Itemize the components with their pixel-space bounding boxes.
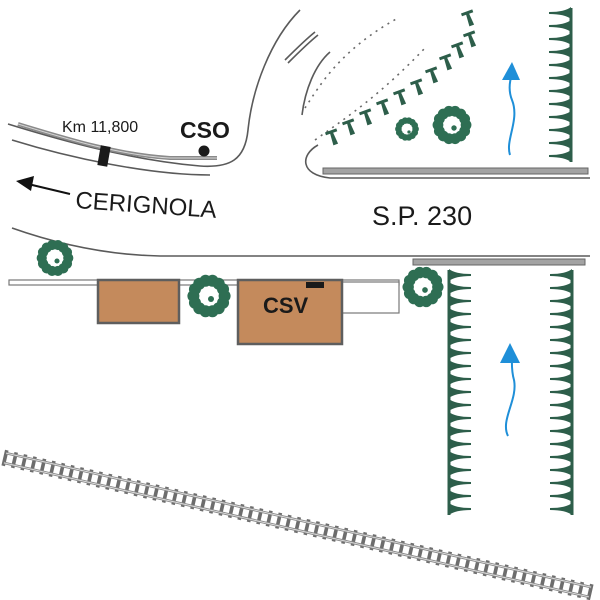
curb-sp230-south (412, 258, 586, 266)
tree-icon (450, 41, 465, 59)
cso-label: CSO (180, 117, 230, 143)
dotted-lane-2 (314, 47, 426, 141)
tree-icon (375, 98, 390, 116)
tree-icon (438, 53, 453, 71)
hedge-row-icon (550, 269, 574, 515)
tree-icon (392, 88, 407, 106)
road-edge-curve-1b (287, 34, 319, 64)
bush-icon (187, 274, 231, 318)
tree-icon (341, 118, 356, 136)
km-marker-post (97, 145, 111, 167)
tree-icon (324, 128, 339, 146)
tree-icon (460, 9, 475, 27)
building-csv (236, 278, 344, 346)
tree-icon (409, 78, 424, 96)
curved-arrow-up-icon (502, 62, 520, 156)
annex-outline (341, 281, 400, 314)
dotted-lane-1 (304, 17, 399, 109)
tree-icon (424, 66, 439, 84)
csv-marker (306, 282, 324, 288)
hedge-row-icon (549, 7, 573, 162)
road-edge-upper-left (7, 9, 301, 168)
road-edge-lower-left (11, 139, 211, 176)
cerignola-label: CERIGNOLA (75, 187, 218, 224)
road-name-label: S.P. 230 (372, 201, 472, 231)
hedge-row-icon (447, 269, 471, 515)
road-edge-curve-1 (284, 31, 316, 61)
bush-icon (36, 239, 74, 277)
road-edge-south (11, 227, 590, 257)
km-label: Km 11,800 (62, 119, 138, 136)
bush-icon (402, 266, 444, 308)
csv-label: CSV (263, 293, 309, 318)
road-edge-corner (304, 144, 590, 179)
arrow-left-icon (16, 176, 71, 195)
bush-icon (395, 117, 419, 141)
tree-icon (462, 30, 477, 48)
building-1 (96, 278, 181, 325)
road-edge-curve-2 (301, 51, 331, 116)
cso-point (198, 145, 210, 157)
railway-track-icon (1, 449, 594, 600)
curb-sp230-north (322, 167, 589, 175)
tree-icon (358, 108, 373, 126)
curved-arrow-up-icon (500, 343, 520, 437)
bush-icon (432, 105, 472, 145)
